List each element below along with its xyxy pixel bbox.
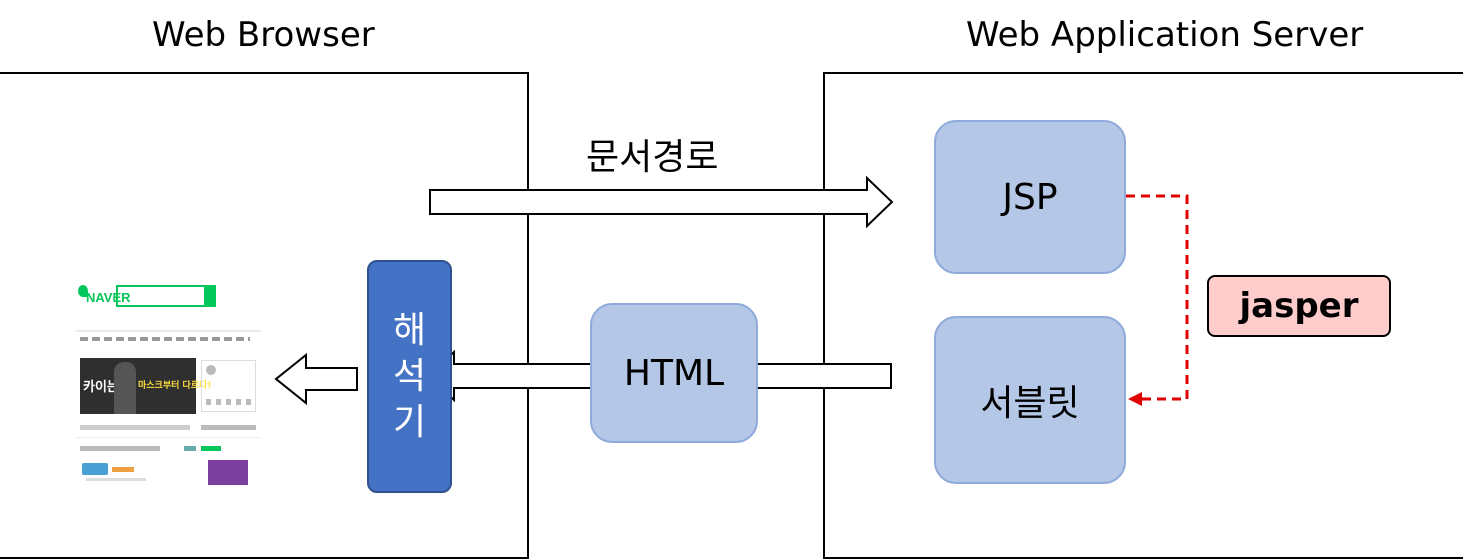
servlet-label: 서블릿: [980, 383, 1080, 424]
divider: [76, 330, 261, 332]
content-tab: [82, 463, 108, 475]
was-title: Web Application Server: [966, 15, 1364, 55]
news-row: [80, 425, 190, 430]
content-label: [112, 467, 134, 472]
content-row: [86, 478, 146, 481]
request-arrow: [429, 175, 894, 229]
naver-logo: NAVER: [86, 290, 131, 305]
webpage-thumbnail: NAVER 카이는 마스크부터 다르다!: [66, 275, 266, 485]
search-input[interactable]: [116, 285, 206, 307]
banner-person: [114, 362, 136, 414]
render-arrow: [274, 352, 358, 406]
jasper-dashed-arrowhead: [1128, 392, 1142, 406]
jsp-box: JSP: [934, 120, 1126, 274]
jsp-label: JSP: [1002, 176, 1058, 218]
jasper-label: jasper: [1239, 286, 1359, 326]
avatar: [206, 365, 216, 375]
interpreter-box: 해석기: [367, 260, 452, 493]
news-controls: [184, 446, 196, 451]
side-tag: [201, 446, 221, 451]
ad-banner: 카이는 마스크부터 다르다!: [80, 358, 211, 414]
search-icon[interactable]: [206, 285, 216, 307]
side-ad: [208, 460, 248, 485]
login-box: [201, 360, 256, 412]
html-box: HTML: [590, 303, 758, 443]
interpreter-label: 해석기: [392, 309, 427, 443]
banner-text-1: 카이는: [83, 380, 119, 395]
divider-2: [76, 437, 261, 438]
side-row: [201, 425, 256, 430]
news-row-2: [80, 446, 160, 451]
request-label: 문서경로: [586, 137, 719, 178]
jasper-dashed-line: [1126, 194, 1189, 401]
jasper-box: jasper: [1207, 275, 1391, 337]
servlet-box: 서블릿: [934, 316, 1126, 484]
banner-text-2: 마스크부터 다르다!: [138, 381, 212, 391]
html-label: HTML: [623, 352, 725, 394]
web-browser-title: Web Browser: [152, 15, 375, 55]
nav-menu: [80, 337, 250, 341]
login-links: [206, 399, 252, 405]
naver-leaf-icon: [78, 285, 88, 297]
